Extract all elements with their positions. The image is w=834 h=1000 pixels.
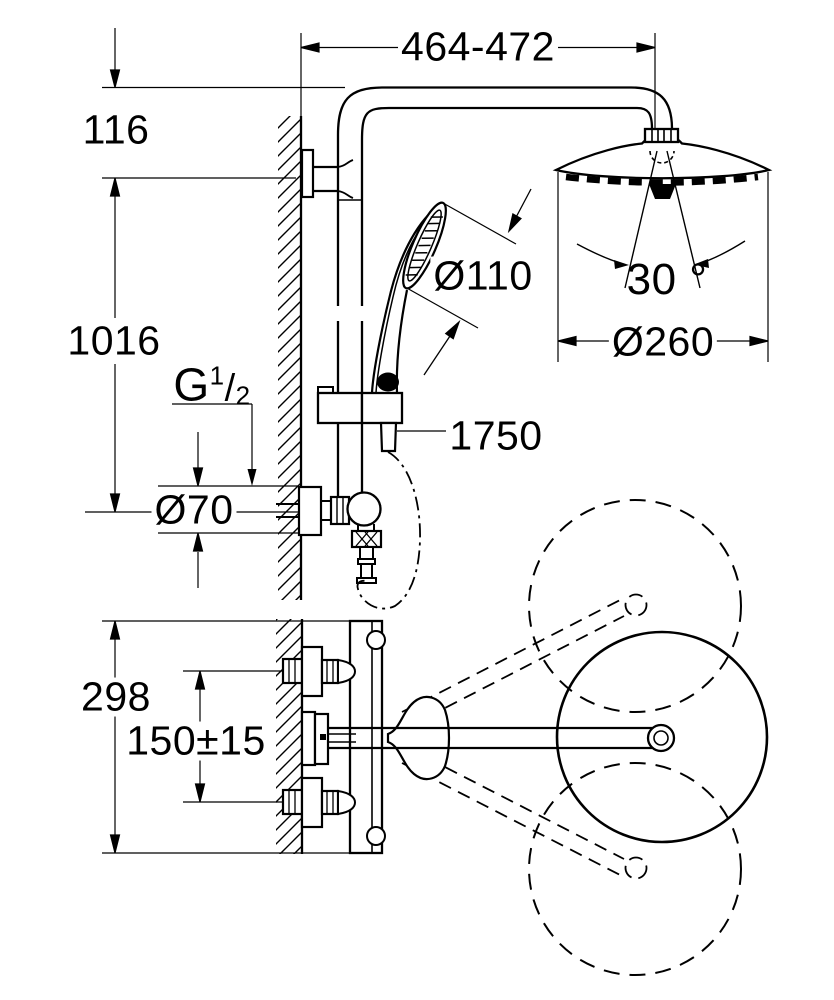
shower-hose (356, 451, 421, 610)
swivel-arm-solid (328, 723, 676, 753)
thermostat-valve-side (276, 485, 383, 584)
swivel-position-bottom (401, 747, 742, 976)
dimension-escutcheon (192, 432, 204, 588)
dimension-hand-shower-diameter (423, 188, 532, 376)
dim-label-plan-depth: 298 (78, 676, 154, 717)
head-shower-side (552, 127, 773, 289)
head-shower-nozzle-band (565, 173, 759, 186)
extension-lines (85, 33, 769, 854)
rail-wall-bracket (300, 148, 354, 199)
spray-angle-lines (624, 150, 701, 289)
thread-denominator: 2 (235, 380, 251, 411)
dim-label-spray-angle: 30 ° (626, 255, 708, 305)
dimension-spray-angle-arrows (576, 240, 746, 269)
thread-slash: / (224, 367, 236, 410)
dim-label-rail-height: 1016 (64, 320, 164, 361)
thread-g: G (173, 358, 210, 411)
dim-label-arm-reach: 464-472 (398, 26, 558, 67)
dim-label-hand-shower-diameter: Ø110 (430, 255, 536, 296)
dimension-rail-height (109, 178, 121, 513)
supply-connection-top (281, 645, 357, 698)
ball-joint-nut (643, 127, 680, 144)
thermostat-body-plan (348, 619, 386, 855)
hand-shower-handle-cap (377, 372, 399, 392)
dim-label-head-shower-diameter: Ø260 (608, 321, 718, 362)
head-shower-plan-circle (555, 630, 769, 844)
dim-label-escutcheon-diameter: Ø70 (151, 489, 237, 530)
arm-escutcheon-bell (386, 695, 451, 781)
dimension-plan-depth (109, 620, 121, 854)
dimension-thread-leader (247, 469, 257, 486)
hand-shower (370, 201, 447, 394)
shower-arm (336, 86, 674, 141)
shower-rail (336, 135, 364, 496)
wall-section-lower (276, 619, 304, 854)
hand-shower-holder (316, 386, 404, 453)
supply-connection-bottom (281, 776, 357, 829)
dimension-connection-spacing (194, 670, 206, 803)
swivel-position-top (401, 499, 742, 728)
head-shower-mouthpiece (649, 184, 676, 199)
dim-label-hose-length: 1750 (449, 412, 543, 459)
handle-knob-top (366, 630, 386, 650)
outlet-center-plan (300, 710, 330, 767)
wall-section-upper (278, 116, 303, 600)
dim-label-connection-spacing: 150±15 (123, 720, 269, 761)
dim-label-thread-size: G1/2 (170, 360, 253, 411)
dim-label-head-offset: 116 (79, 109, 153, 150)
hose-connector (379, 421, 398, 453)
hand-shower-spray-face (402, 201, 447, 290)
thread-numerator: 1 (209, 360, 225, 391)
handle-knob-bottom (366, 826, 386, 846)
